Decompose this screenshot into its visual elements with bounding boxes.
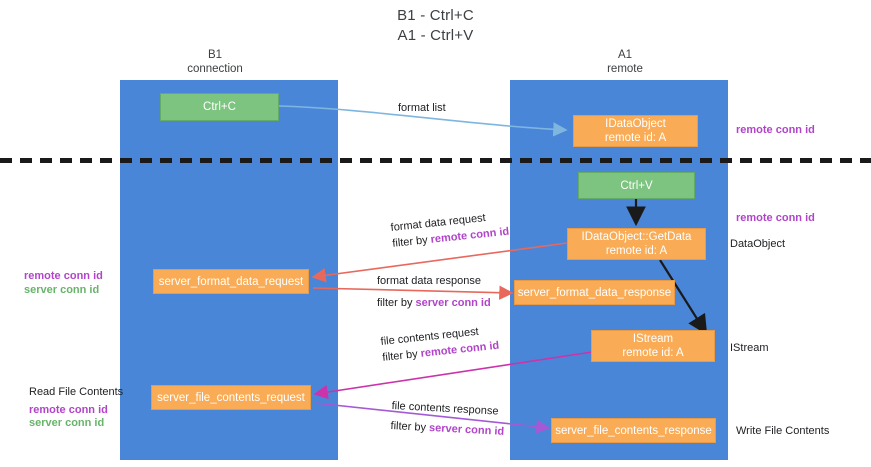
- box-ctrl-v-label: Ctrl+V: [620, 179, 653, 192]
- annotation-right-remote-conn-id-top: remote conn id: [736, 124, 815, 136]
- edge-label-file-contents-response-filter-prefix: filter by: [390, 419, 430, 434]
- column-header-a1-line1: A1: [617, 49, 633, 61]
- box-server-format-data-request[interactable]: server_format_data_request: [153, 269, 309, 294]
- edge-label-file-contents-request-group: file contents request filter by remote c…: [380, 323, 500, 365]
- edge-label-file-contents-request-filter-prefix: filter by: [381, 347, 422, 364]
- annotation-left-remote-conn-id-bottom: remote conn id: [29, 404, 108, 416]
- box-server-file-contents-response[interactable]: server_file_contents_response: [551, 418, 716, 443]
- box-server-file-contents-request-label: server_file_contents_request: [157, 391, 305, 404]
- edge-label-format-data-response-filter-prefix: filter by: [377, 297, 416, 309]
- annotation-left-remote-conn-id-mid: remote conn id: [24, 270, 103, 282]
- box-istream-sublabel: remote id: A: [622, 347, 684, 359]
- edge-label-format-data-response: format data response: [377, 275, 481, 287]
- annotation-left-read-file-contents: Read File Contents: [29, 386, 124, 398]
- edge-label-format-data-response-group: format data response filter by server co…: [377, 274, 491, 310]
- column-header-b1: B1 connection: [150, 48, 280, 76]
- edge-label-file-contents-response-filter: filter by server conn id: [390, 419, 504, 439]
- annotation-right-remote-conn-id-mid: remote conn id: [736, 212, 815, 224]
- edge-label-format-data-request-group: format data request filter by remote con…: [390, 209, 510, 251]
- edge-label-format-data-response-filter: filter by server conn id: [377, 296, 491, 310]
- box-getdata[interactable]: IDataObject::GetData remote id: A: [567, 228, 706, 260]
- box-ctrl-c-label: Ctrl+C: [203, 101, 236, 113]
- column-header-b1-line2: connection: [187, 63, 243, 75]
- edge-label-file-contents-response: file contents response: [391, 399, 499, 418]
- box-getdata-label: IDataObject::GetData: [581, 231, 692, 243]
- box-server-format-data-request-label: server_format_data_request: [158, 275, 304, 288]
- edge-label-format-data-response-filter-key: server conn id: [415, 297, 491, 309]
- box-server-file-contents-response-label: server_file_contents_response: [555, 424, 712, 437]
- annotation-left-server-conn-id-mid: server conn id: [24, 284, 100, 296]
- box-idataobject-top-label: IDataObject: [605, 118, 666, 130]
- box-server-format-data-response-label: server_format_data_response: [517, 286, 672, 299]
- edge-label-format-list: format list: [398, 102, 446, 114]
- box-ctrl-c[interactable]: Ctrl+C: [160, 93, 279, 121]
- annotation-left-server-conn-id-bottom: server conn id: [29, 417, 105, 429]
- title-line-1: B1 - Ctrl+C: [397, 7, 474, 24]
- edge-label-file-contents-response-filter-key: server conn id: [428, 421, 505, 438]
- page-title: B1 - Ctrl+C A1 - Ctrl+V: [0, 6, 871, 46]
- edge-label-format-data-request-filter-prefix: filter by: [391, 233, 432, 250]
- box-idataobject-top-sublabel: remote id: A: [604, 132, 667, 144]
- title-line-2: A1 - Ctrl+V: [397, 27, 474, 44]
- column-header-a1: A1 remote: [560, 48, 690, 76]
- annotation-right-write-file-contents: Write File Contents: [736, 425, 830, 437]
- edge-label-file-contents-response-group: file contents response filter by server …: [390, 399, 505, 439]
- box-ctrl-v[interactable]: Ctrl+V: [578, 172, 695, 199]
- box-server-format-data-response[interactable]: server_format_data_response: [514, 280, 675, 305]
- phase-divider: [0, 158, 871, 163]
- box-istream[interactable]: IStream remote id: A: [591, 330, 715, 362]
- box-getdata-sublabel: remote id: A: [605, 245, 668, 257]
- column-header-b1-line1: B1: [207, 49, 223, 61]
- box-server-file-contents-request[interactable]: server_file_contents_request: [151, 385, 311, 410]
- annotation-right-istream: IStream: [730, 342, 769, 354]
- box-idataobject-top[interactable]: IDataObject remote id: A: [573, 115, 698, 147]
- box-istream-label: IStream: [632, 333, 674, 345]
- column-header-a1-line2: remote: [607, 63, 643, 75]
- annotation-right-dataobject: DataObject: [730, 238, 786, 250]
